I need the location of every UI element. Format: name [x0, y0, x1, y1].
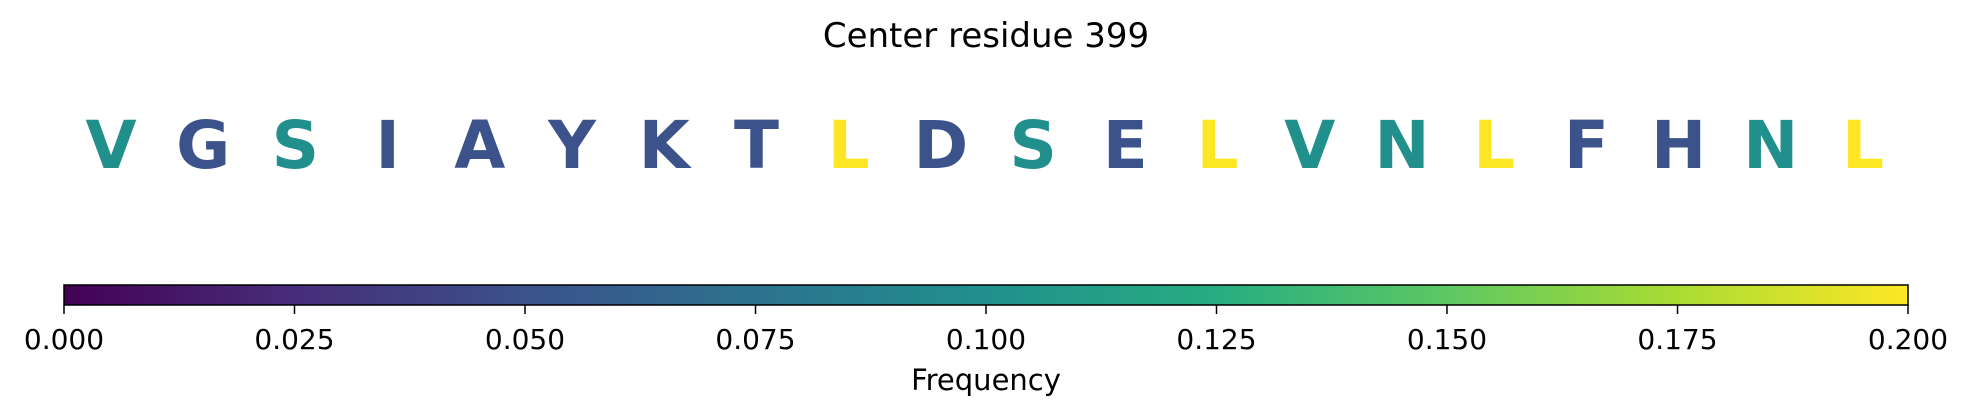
- residue-letter: V: [85, 107, 136, 184]
- colorbar-tick-label: 0.050: [485, 323, 565, 356]
- colorbar-ticks: 0.000 0.025 0.050 0.075 0.100 0.125 0.150 0.175…: [24, 305, 1948, 356]
- residue-letter: F: [1564, 107, 1609, 184]
- residue-letter: N: [1743, 107, 1798, 184]
- residue-letter: Y: [547, 107, 597, 184]
- residue-letter: L: [1196, 107, 1238, 184]
- residue-letter: D: [913, 107, 968, 184]
- residue-letter: S: [1009, 107, 1057, 184]
- residue-letter: N: [1374, 107, 1429, 184]
- residue-letter: E: [1103, 107, 1148, 184]
- residue-letter: K: [639, 107, 693, 184]
- colorbar-tick-label: 0.000: [24, 323, 104, 356]
- residue-letter: S: [272, 107, 320, 184]
- colorbar: [63, 284, 1909, 306]
- residue-letter: I: [375, 107, 400, 184]
- residue-letter: T: [734, 107, 779, 184]
- residue-letter: L: [1842, 107, 1884, 184]
- colorbar-label: Frequency: [911, 363, 1061, 397]
- colorbar-tick-label: 0.150: [1407, 323, 1487, 356]
- colorbar-tick-label: 0.125: [1176, 323, 1256, 356]
- residue-letter: A: [454, 107, 505, 184]
- residue-letter: G: [176, 107, 230, 184]
- residue-letter: L: [828, 107, 870, 184]
- residue-letter: H: [1651, 107, 1706, 184]
- residue-letter: L: [1473, 107, 1515, 184]
- colorbar-tick-label: 0.100: [946, 323, 1026, 356]
- colorbar-tick-label: 0.200: [1868, 323, 1948, 356]
- residue-letter: V: [1284, 107, 1335, 184]
- colorbar-tick-label: 0.175: [1637, 323, 1717, 356]
- colorbar-tick-label: 0.075: [715, 323, 795, 356]
- colorbar-tick-label: 0.025: [254, 323, 334, 356]
- chart-title: Center residue 399: [823, 16, 1149, 56]
